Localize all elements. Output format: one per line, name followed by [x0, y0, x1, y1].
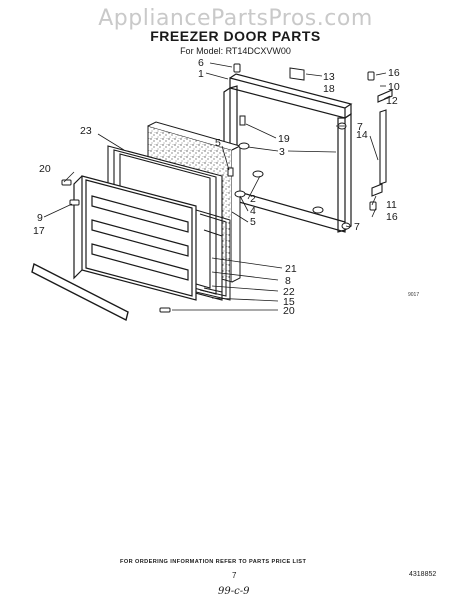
callout-6: 6 [198, 57, 204, 69]
callout-7: 7 [354, 221, 360, 233]
callout-23: 23 [80, 125, 92, 137]
callout-5: 5 [215, 137, 221, 149]
callout-20: 20 [39, 163, 51, 175]
page-number: 7 [232, 571, 237, 580]
callout-19: 19 [278, 133, 290, 145]
watermark: AppliancePartsPros.com [98, 6, 373, 31]
bottom-channel-bar [231, 189, 346, 233]
callout-17: 17 [33, 225, 45, 237]
callout-5: 5 [250, 216, 256, 228]
callout-11: 11 [386, 199, 397, 211]
right-hinge-bar [371, 89, 393, 197]
callout-4: 4 [250, 205, 256, 217]
callout-10: 10 [388, 81, 400, 93]
door-gasket-layers [195, 209, 231, 301]
door-liner [73, 175, 197, 301]
callout-14: 14 [356, 129, 368, 141]
callout-13: 13 [323, 71, 335, 83]
callout-21: 21 [285, 263, 297, 275]
door-handle-trim [31, 262, 129, 322]
callout-1: 1 [198, 68, 204, 80]
callout-2: 2 [250, 193, 256, 205]
callout-20: 20 [283, 305, 295, 317]
callout-16: 16 [388, 67, 400, 79]
callout-12: 12 [386, 95, 398, 107]
callout-8: 8 [285, 275, 291, 287]
callout-22: 22 [283, 286, 295, 298]
hardware-screws [61, 63, 377, 313]
callout-7: 7 [357, 121, 363, 133]
right-side-bar [337, 112, 352, 233]
callout-9: 9 [37, 212, 43, 224]
callout-16: 16 [386, 211, 398, 223]
part-number: 4318852 [409, 571, 437, 578]
diagram-code: 9017 [408, 292, 419, 298]
callout-15: 15 [283, 296, 295, 308]
ordering-info: FOR ORDERING INFORMATION REFER TO PARTS … [120, 559, 307, 565]
leader-lines [43, 62, 391, 311]
page-title: FREEZER DOOR PARTS [150, 28, 321, 44]
callout-3: 3 [279, 146, 285, 158]
callout-18: 18 [323, 83, 335, 95]
model-line: For Model: RT14DCXVW00 [180, 46, 291, 56]
handwritten-date: 99-c-9 [218, 586, 250, 597]
